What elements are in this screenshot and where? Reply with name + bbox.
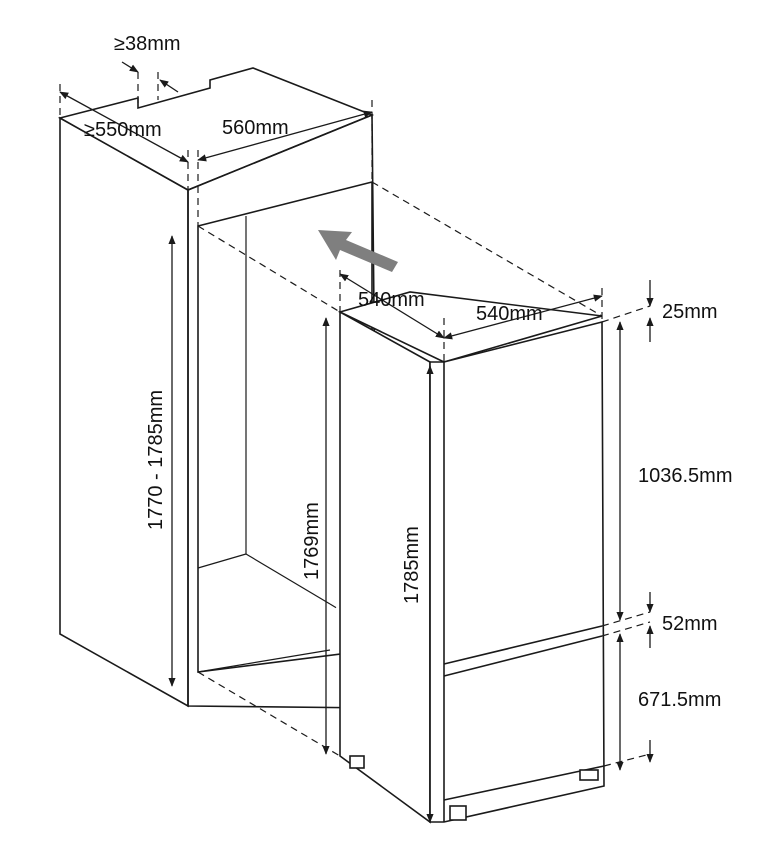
label-depth-fridge: 540mm — [358, 289, 425, 311]
label-gap-top: ≥38mm — [114, 33, 181, 55]
dimension-lines — [59, 61, 654, 823]
label-height-fridge-inner: 1769mm — [301, 502, 323, 580]
fridge-door-split-upper — [443, 625, 603, 665]
label-depth-cabinet: ≥550mm — [84, 119, 162, 141]
fridge-door-split-lower — [443, 635, 603, 677]
insertion-arrow — [318, 230, 398, 272]
cabinet — [57, 67, 379, 709]
cabinet-inner-floor-edge — [197, 553, 247, 569]
label-upper-door: 1036.5mm — [638, 465, 733, 487]
label-height-fridge: 1785mm — [401, 526, 423, 604]
cabinet-inner-floor-back — [245, 553, 331, 605]
fridge-front — [429, 320, 605, 823]
label-height-cabinet: 1770 - 1785mm — [145, 390, 167, 530]
fridge-foot-front — [449, 805, 467, 821]
label-lower-door: 671.5mm — [638, 689, 721, 711]
fridge-foot-back — [349, 755, 365, 769]
cabinet-left-side — [59, 116, 189, 708]
fridge-foot-right — [579, 769, 599, 781]
label-width-fridge: 540mm — [476, 303, 543, 325]
label-middle-gap: 52mm — [662, 613, 718, 635]
label-width-cabinet: 560mm — [222, 117, 289, 139]
label-top-gap: 25mm — [662, 301, 718, 323]
cabinet-inner-floor-front — [197, 649, 331, 673]
refrigerator — [337, 291, 605, 824]
fridge-base-line — [443, 765, 605, 801]
